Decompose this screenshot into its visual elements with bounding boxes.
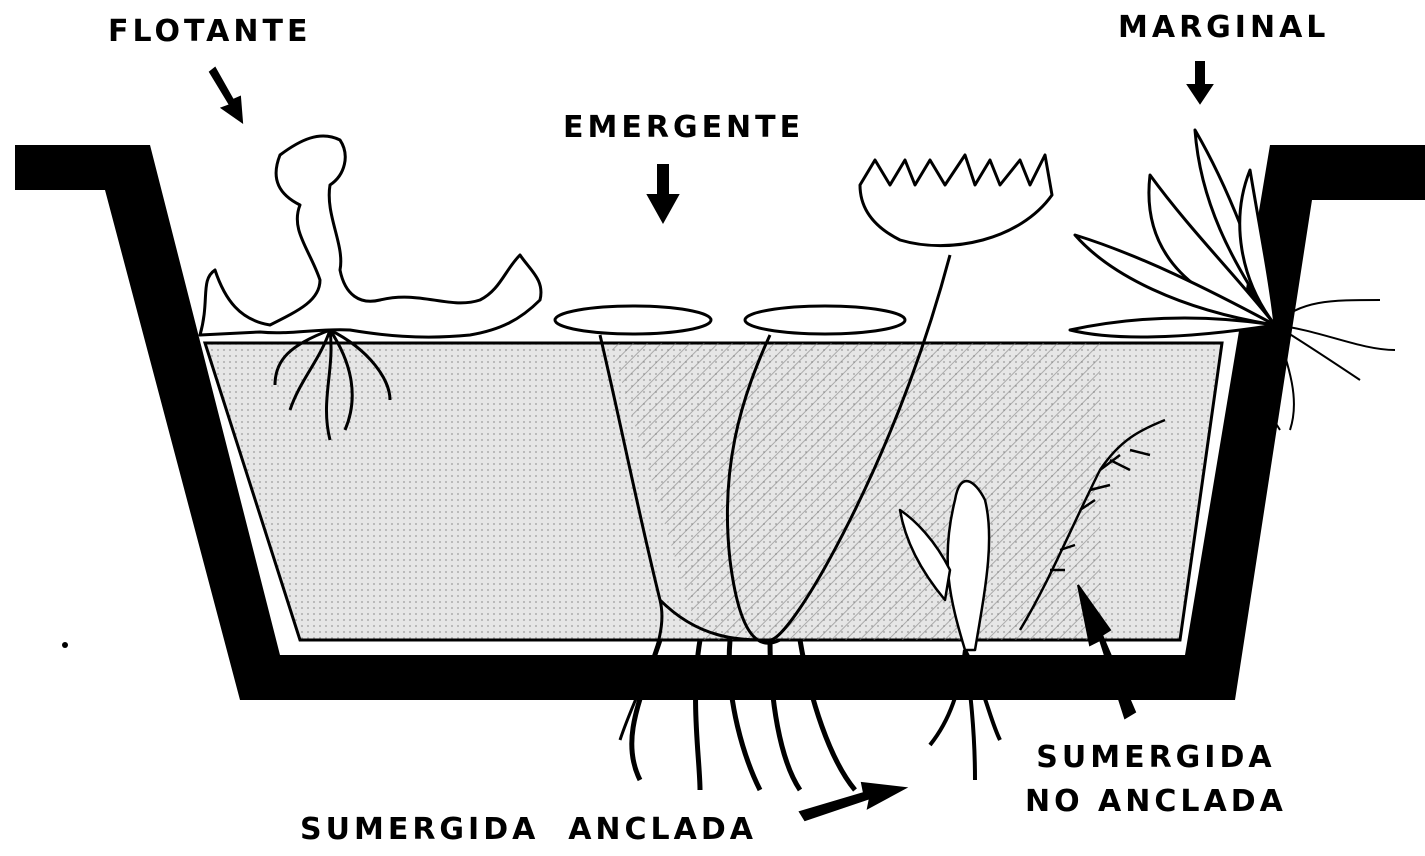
- lily-pad-left: [555, 306, 711, 334]
- stray-dot: [62, 642, 68, 648]
- label-sumergida-no-anclada-line2: NO ANCLADA: [1025, 780, 1287, 824]
- label-flotante: FLOTANTE: [108, 14, 311, 49]
- emergente-arrow: [648, 165, 678, 222]
- label-emergente: EMERGENTE: [563, 110, 804, 145]
- flotante-arrow: [210, 68, 242, 122]
- label-sumergida-no-anclada: SUMERGIDA NO ANCLADA: [1025, 736, 1287, 824]
- label-sumergida-anclada: SUMERGIDA ANCLADA: [300, 812, 757, 847]
- label-sumergida-no-anclada-line1: SUMERGIDA: [1025, 736, 1287, 780]
- lily-pad-right: [745, 306, 905, 334]
- label-marginal: MARGINAL: [1118, 10, 1329, 45]
- lily-flower: [860, 155, 1052, 246]
- marginal-arrow: [1188, 62, 1212, 103]
